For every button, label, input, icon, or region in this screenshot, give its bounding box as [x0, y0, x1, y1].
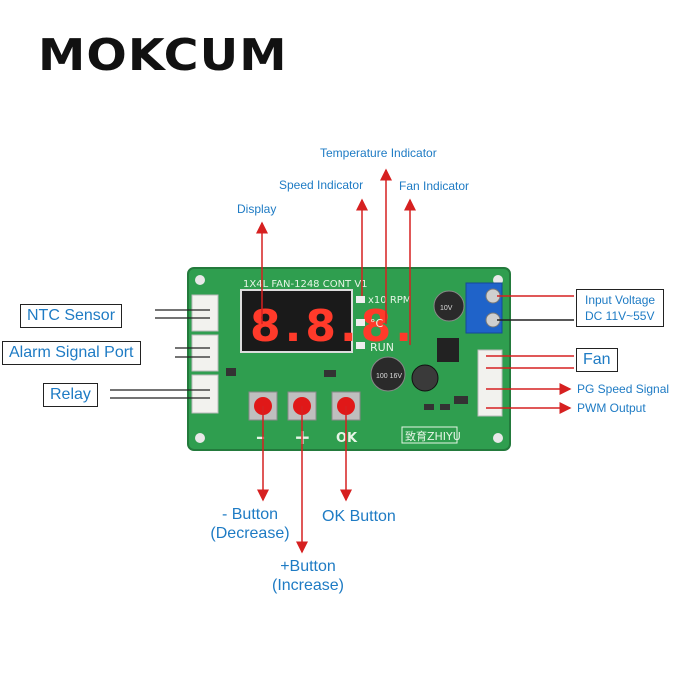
label-input-voltage: Input Voltage DC 11V~55V [576, 289, 665, 327]
small-cap-label: 10V [440, 305, 453, 312]
inductor [411, 364, 439, 392]
silk-celsius: °C [370, 317, 384, 330]
label-alarm-signal-port: Alarm Signal Port [2, 341, 141, 365]
temp-led [356, 319, 365, 326]
small-capacitor [433, 290, 465, 322]
smd-part [226, 368, 236, 376]
label-temperature-indicator: Temperature Indicator [320, 146, 437, 160]
silk-ok: OK [336, 431, 358, 446]
label-display: Display [237, 202, 277, 216]
label-fan-indicator: Fan Indicator [399, 179, 470, 193]
silk-run: RUN [370, 341, 394, 354]
label-pg-speed-signal: PG Speed Signal [577, 382, 670, 396]
silk-logo: 致育ZHIYU [405, 429, 461, 443]
ntc-connector [191, 294, 219, 332]
label-input-voltage-line1: Input Voltage [585, 293, 656, 307]
label-speed-indicator: Speed Indicator [279, 178, 364, 192]
speed-led [356, 296, 365, 303]
mount-hole [195, 433, 205, 443]
run-led [356, 342, 365, 349]
big-capacitor [370, 356, 406, 392]
display-digits: 8.8.8. [250, 301, 416, 352]
mount-hole [493, 433, 503, 443]
relay-connector [191, 374, 219, 414]
seven-seg-display [240, 289, 353, 353]
mount-hole [195, 275, 205, 285]
smd-part [424, 404, 434, 410]
silk-x10rpm: x10 RPM [368, 295, 411, 306]
smd-part [440, 404, 450, 410]
label-input-voltage-line2: DC 11V~55V [585, 309, 655, 323]
fan-connector [477, 349, 503, 417]
label-fan: Fan [576, 348, 618, 372]
brand-logo: MOKCUM [38, 30, 288, 81]
label-minus-button: - Button (Decrease) [204, 505, 296, 543]
label-ntc-sensor: NTC Sensor [20, 304, 123, 328]
cap-label: 100 16V [376, 373, 402, 380]
silk-minus: – [256, 427, 265, 448]
silk-title: 1X4L FAN-1248 CONT V1 [243, 279, 368, 290]
silk-logo-box [401, 426, 458, 444]
alarm-connector [191, 334, 219, 372]
smd-part [324, 370, 336, 377]
ic-chip [437, 338, 459, 362]
label-minus-button-line2: (Decrease) [210, 525, 290, 542]
label-plus-button-line1: +Button [280, 558, 336, 575]
smd-part [454, 396, 468, 404]
label-plus-button: +Button (Increase) [262, 557, 354, 595]
label-minus-button-line1: - Button [221, 506, 279, 523]
label-ok-button: OK Button [322, 508, 396, 525]
label-pwm-output: PWM Output [577, 401, 646, 415]
label-plus-button-line2: (Increase) [271, 577, 345, 594]
label-relay: Relay [43, 383, 98, 407]
